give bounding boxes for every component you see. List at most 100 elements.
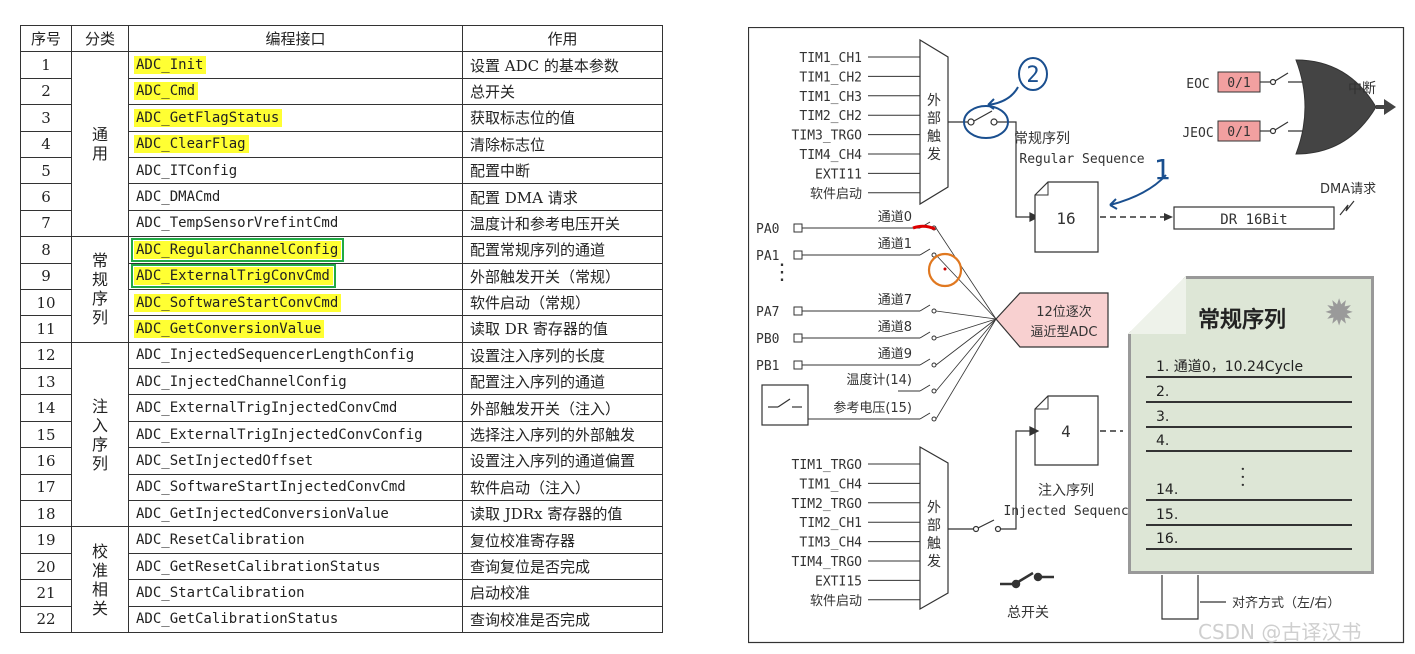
note-line-15: 15. — [1146, 506, 1352, 526]
pin-label: PA7 — [756, 305, 779, 320]
row-index: 8 — [20, 236, 72, 264]
pin-label: PA0 — [756, 222, 779, 237]
purpose-cell: 设置注入序列的通道偏置 — [462, 447, 663, 475]
row-index: 15 — [20, 420, 72, 449]
row-index: 12 — [20, 341, 72, 370]
regular-seq-cn: 常规序列 — [1014, 131, 1070, 147]
pin-terminal — [793, 333, 803, 343]
api-name: ADC_InjectedSequencerLengthConfig — [136, 347, 415, 364]
channel-switch — [919, 304, 931, 312]
pin-label: PB0 — [756, 332, 779, 347]
row-index: 16 — [20, 447, 72, 475]
purpose-cell: 查询复位是否完成 — [462, 552, 663, 581]
annotation-1: 1 — [1154, 153, 1171, 186]
note-line-4: 4. — [1146, 432, 1352, 452]
purpose-cell: 温度计和参考电压开关 — [462, 209, 663, 238]
purpose-cell: 复位校准寄存器 — [462, 526, 663, 554]
channel-switch — [919, 248, 931, 256]
api-cell: ADC_Init — [128, 51, 463, 79]
trigger-label: TIM1_CH2 — [799, 70, 862, 85]
purpose-cell: 清除标志位 — [462, 130, 663, 158]
mux-label-2b: 部 — [927, 518, 941, 534]
channel-switch — [919, 358, 931, 366]
injected-sequence-block: 4 — [1034, 395, 1099, 466]
api-name: ADC_StartCalibration — [136, 584, 305, 601]
category-label: 常规序列 — [92, 251, 109, 328]
api-name: ADC_GetInjectedConversionValue — [136, 505, 389, 522]
purpose-cell: 获取标志位的值 — [462, 104, 663, 132]
trigger-label: TIM4_TRGO — [792, 555, 863, 570]
interrupt-label: 中断 — [1348, 81, 1376, 97]
category-label: 校准相关 — [92, 541, 109, 618]
row-index: 1 — [20, 51, 72, 79]
api-cell: ADC_SoftwareStartInjectedConvCmd — [128, 473, 463, 502]
api-cell: ADC_ExternalTrigConvCmd — [128, 262, 463, 290]
trigger-label: 软件启动 — [810, 594, 862, 609]
mux-label-1c: 触 — [927, 129, 941, 145]
row-index: 20 — [20, 552, 72, 581]
injected-trigger-mux: 外 部 触 发 — [919, 445, 949, 611]
row-index: 9 — [20, 262, 72, 290]
row-index: 21 — [20, 579, 72, 607]
dr-label: DR 16Bit — [1220, 212, 1287, 228]
api-cell: ADC_SoftwareStartConvCmd — [128, 288, 463, 317]
purpose-cell: 总开关 — [462, 77, 663, 106]
row-index: 11 — [20, 315, 72, 343]
api-cell: ADC_TempSensorVrefintCmd — [128, 209, 463, 238]
regular-trigger-switch — [948, 110, 1040, 222]
api-cell: ADC_InjectedChannelConfig — [128, 368, 463, 396]
purpose-cell: 配置 DMA 请求 — [462, 183, 663, 211]
api-cell: ADC_ResetCalibration — [128, 526, 463, 554]
channel-label: 通道9 — [878, 347, 912, 362]
header-category: 分类 — [71, 24, 129, 53]
channel0-mark — [912, 224, 936, 231]
row-index: 2 — [20, 77, 72, 106]
note-fold — [1128, 276, 1186, 334]
master-switch-label: 总开关 — [1007, 605, 1049, 621]
trigger-label: TIM3_CH4 — [799, 536, 862, 551]
watermark: CSDN @古译汉书 — [1198, 620, 1362, 644]
channel-label: 通道8 — [878, 320, 912, 335]
adc-block-diagram: 外 部 触 发 TIM1_CH1TIM1_CH2TIM1_CH3TIM2_CH2… — [748, 27, 1405, 644]
api-cell: ADC_Cmd — [128, 77, 463, 106]
purpose-cell: 软件启动（常规） — [462, 288, 663, 317]
api-name: ADC_RegularChannelConfig — [130, 237, 345, 262]
api-name: ADC_ExternalTrigConvCmd — [131, 264, 336, 289]
pin-ellipsis: ⋮ — [771, 260, 793, 285]
eoc-label: EOC — [1186, 77, 1209, 92]
eoc-flag-value: 0/1 — [1227, 76, 1250, 91]
category-cell: 常规序列 — [71, 236, 129, 343]
api-name: ADC_InjectedChannelConfig — [136, 373, 347, 390]
adc-core — [995, 292, 1109, 348]
mux-label-2d: 发 — [927, 554, 941, 570]
category-cell: 注入序列 — [71, 341, 129, 528]
category-label: 通用 — [92, 125, 109, 164]
api-cell: ADC_GetCalibrationStatus — [128, 605, 463, 633]
channel-label: 参考电压(15) — [833, 400, 912, 416]
trigger-label: TIM1_CH1 — [799, 51, 862, 66]
injected-seq-en: Injected Sequence — [1003, 504, 1136, 519]
or-gate — [1295, 59, 1377, 155]
adc-label-2: 逼近型ADC — [1031, 325, 1098, 340]
api-name: ADC_ResetCalibration — [136, 532, 305, 549]
trigger-label: TIM1_CH4 — [799, 477, 862, 492]
api-cell: ADC_SetInjectedOffset — [128, 447, 463, 475]
api-cell: ADC_ExternalTrigInjectedConvCmd — [128, 394, 463, 422]
trigger-label: 软件启动 — [810, 187, 862, 202]
purpose-cell: 选择注入序列的外部触发 — [462, 420, 663, 449]
purpose-cell: 配置中断 — [462, 156, 663, 185]
row-index: 14 — [20, 394, 72, 422]
api-cell: ADC_RegularChannelConfig — [128, 236, 463, 264]
regular-trigger-list: TIM1_CH1TIM1_CH2TIM1_CH3TIM2_CH2TIM3_TRG… — [792, 51, 920, 202]
